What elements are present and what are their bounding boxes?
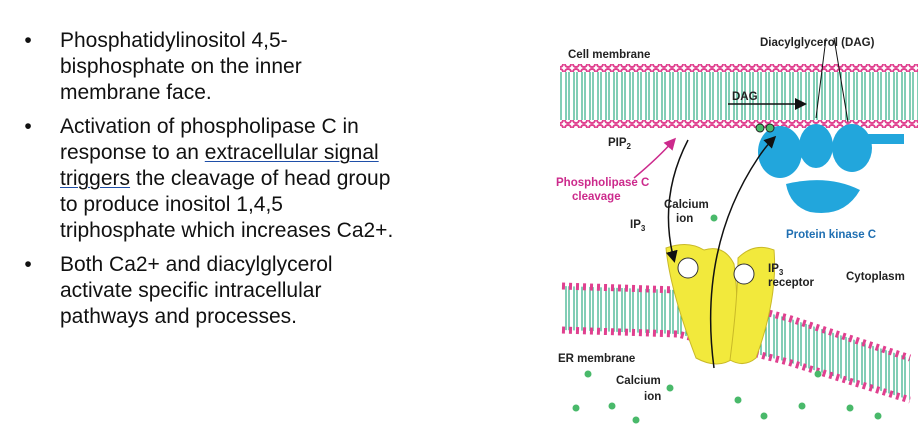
underlined-term: triggers	[60, 167, 131, 190]
bullet-line: Both Ca2+ and diacylglycerol	[60, 253, 333, 276]
pkc-label: Protein kinase C	[786, 229, 876, 241]
pip2-label: PIP2	[608, 137, 632, 151]
bullet-line: activate specific intracellular	[60, 279, 322, 302]
cell-membrane	[560, 64, 918, 128]
arrows	[633, 37, 849, 369]
calcium-label-bottom: Calcium	[616, 375, 661, 387]
calcium-label-top-ion: ion	[676, 213, 693, 225]
bullet-line: to produce inositol 1,4,5	[60, 193, 283, 216]
bullet-line: Activation of phospholipase C in	[60, 115, 359, 138]
bullet-item: • Phosphatidylinositol 4,5- bisphosphate…	[18, 28, 438, 106]
ip3-receptor-label-2: receptor	[768, 277, 815, 289]
bullet-item: • Both Ca2+ and diacylglycerol activate …	[18, 252, 438, 330]
ip3-receptor-label: IP3	[768, 263, 784, 277]
underlined-term: extracellular signal	[204, 141, 379, 164]
bullet-list: • Phosphatidylinositol 4,5- bisphosphate…	[18, 28, 438, 338]
bullet-item: • Activation of phospholipase C in respo…	[18, 114, 438, 244]
bullet-line: membrane face.	[60, 81, 212, 104]
bullet-line: Phosphatidylinositol 4,5-	[60, 29, 288, 52]
dag-label: DAG	[732, 91, 758, 103]
ip3-label: IP3	[630, 219, 646, 233]
calcium-label-bottom-ion: ion	[644, 391, 661, 403]
calcium-ions	[572, 214, 882, 424]
bullet-line: triphosphate which increases Ca2+.	[60, 219, 394, 242]
calcium-label-top: Calcium	[664, 199, 709, 211]
bullet-text: response to an	[60, 141, 205, 164]
dag-top-label: Diacylglycerol (DAG)	[760, 37, 875, 49]
cell-membrane-label: Cell membrane	[568, 49, 650, 61]
bullet-line: bisphosphate on the inner	[60, 55, 302, 78]
bullet-marker: •	[24, 253, 32, 276]
cytoplasm-label: Cytoplasm	[846, 271, 905, 283]
bullet-marker: •	[24, 29, 32, 52]
protein-kinase-c	[755, 123, 904, 214]
signaling-diagram: Cell membrane Diacylglycerol (DAG) DAG P…	[556, 37, 918, 424]
signaling-figure: Cell membrane Diacylglycerol (DAG) DAG P…	[548, 28, 920, 436]
bullet-marker: •	[24, 115, 32, 138]
er-membrane-label: ER membrane	[558, 353, 635, 365]
plc-label-line2: cleavage	[572, 191, 621, 203]
bullet-text: the cleavage of head group	[130, 167, 391, 190]
plc-label-line1: Phospholipase C	[556, 177, 649, 189]
bullet-line: pathways and processes.	[60, 305, 297, 328]
ip3-receptor	[665, 244, 776, 365]
